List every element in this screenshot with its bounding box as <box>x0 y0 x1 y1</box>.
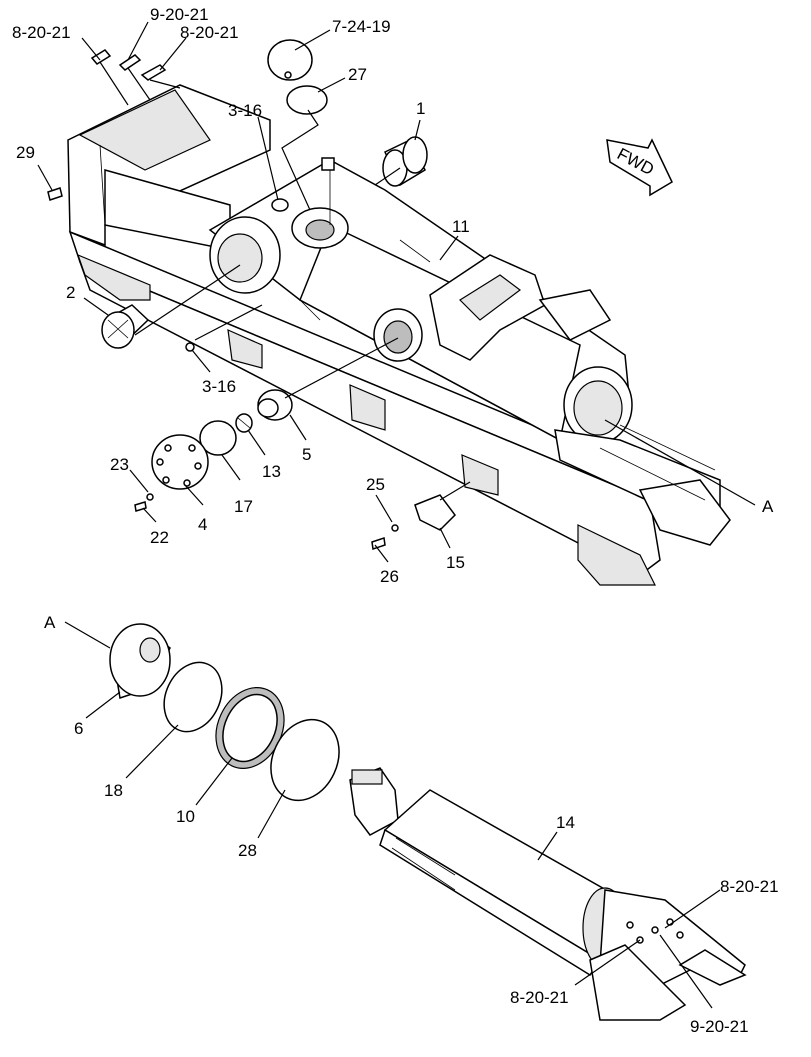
callout-26: 26 <box>380 567 399 586</box>
callout-28: 28 <box>238 841 257 860</box>
callout-4: 4 <box>198 515 207 534</box>
upper-hardware <box>47 49 399 550</box>
part-13-lock <box>235 413 253 433</box>
callout-10: 10 <box>176 807 195 826</box>
part-5-seal <box>257 389 293 421</box>
part-cover-plate <box>267 39 313 81</box>
callout-9-20-21-top: 9-20-21 <box>150 5 209 24</box>
part-4-cover <box>151 434 209 490</box>
callout-25: 25 <box>366 475 385 494</box>
part-18-ring <box>163 661 223 733</box>
part-17-gasket <box>199 420 237 456</box>
callout-3-16-bottom: 3-16 <box>202 377 236 396</box>
callout-3-16-top: 3-16 <box>228 101 262 120</box>
callout-18: 18 <box>104 781 123 800</box>
part-28-gasket <box>270 718 340 802</box>
callout-27: 27 <box>348 65 367 84</box>
part-27-o-ring <box>286 85 328 115</box>
callout-22: 22 <box>150 528 169 547</box>
callout-6: 6 <box>74 719 83 738</box>
part-10-seal-ring <box>215 687 285 769</box>
part-1-bushing <box>382 136 428 187</box>
leader-lines <box>37 21 756 1009</box>
callout-labels: 8-20-21 9-20-21 8-20-21 7-24-19 27 3-16 … <box>12 5 779 1036</box>
callout-a-right: A <box>762 497 774 516</box>
callout-5: 5 <box>302 445 311 464</box>
part-2-bushing <box>101 304 150 349</box>
callout-2: 2 <box>66 283 75 302</box>
fwd-arrow-icon: FWD <box>606 138 673 197</box>
callout-9-20-21-bottom: 9-20-21 <box>690 1017 749 1036</box>
callout-14: 14 <box>556 813 575 832</box>
callout-8-20-21-lower-right: 8-20-21 <box>720 877 779 896</box>
callout-15: 15 <box>446 553 465 572</box>
callout-13: 13 <box>262 462 281 481</box>
part-14-cylinder <box>349 767 747 1021</box>
part-6-cap <box>109 623 171 699</box>
callout-7-24-19: 7-24-19 <box>332 17 391 36</box>
callout-17: 17 <box>234 497 253 516</box>
callout-11: 11 <box>452 217 470 236</box>
callout-1: 1 <box>416 99 425 118</box>
callout-29: 29 <box>16 143 35 162</box>
part-15-guard <box>414 494 456 531</box>
callout-8-20-21-lower-left: 8-20-21 <box>510 988 569 1007</box>
callout-a-left: A <box>44 613 56 632</box>
callout-23: 23 <box>110 455 129 474</box>
callout-8-20-21-top-left: 8-20-21 <box>12 23 71 42</box>
track-roller-frame <box>67 84 731 586</box>
callout-8-20-21-top-right: 8-20-21 <box>180 23 239 42</box>
